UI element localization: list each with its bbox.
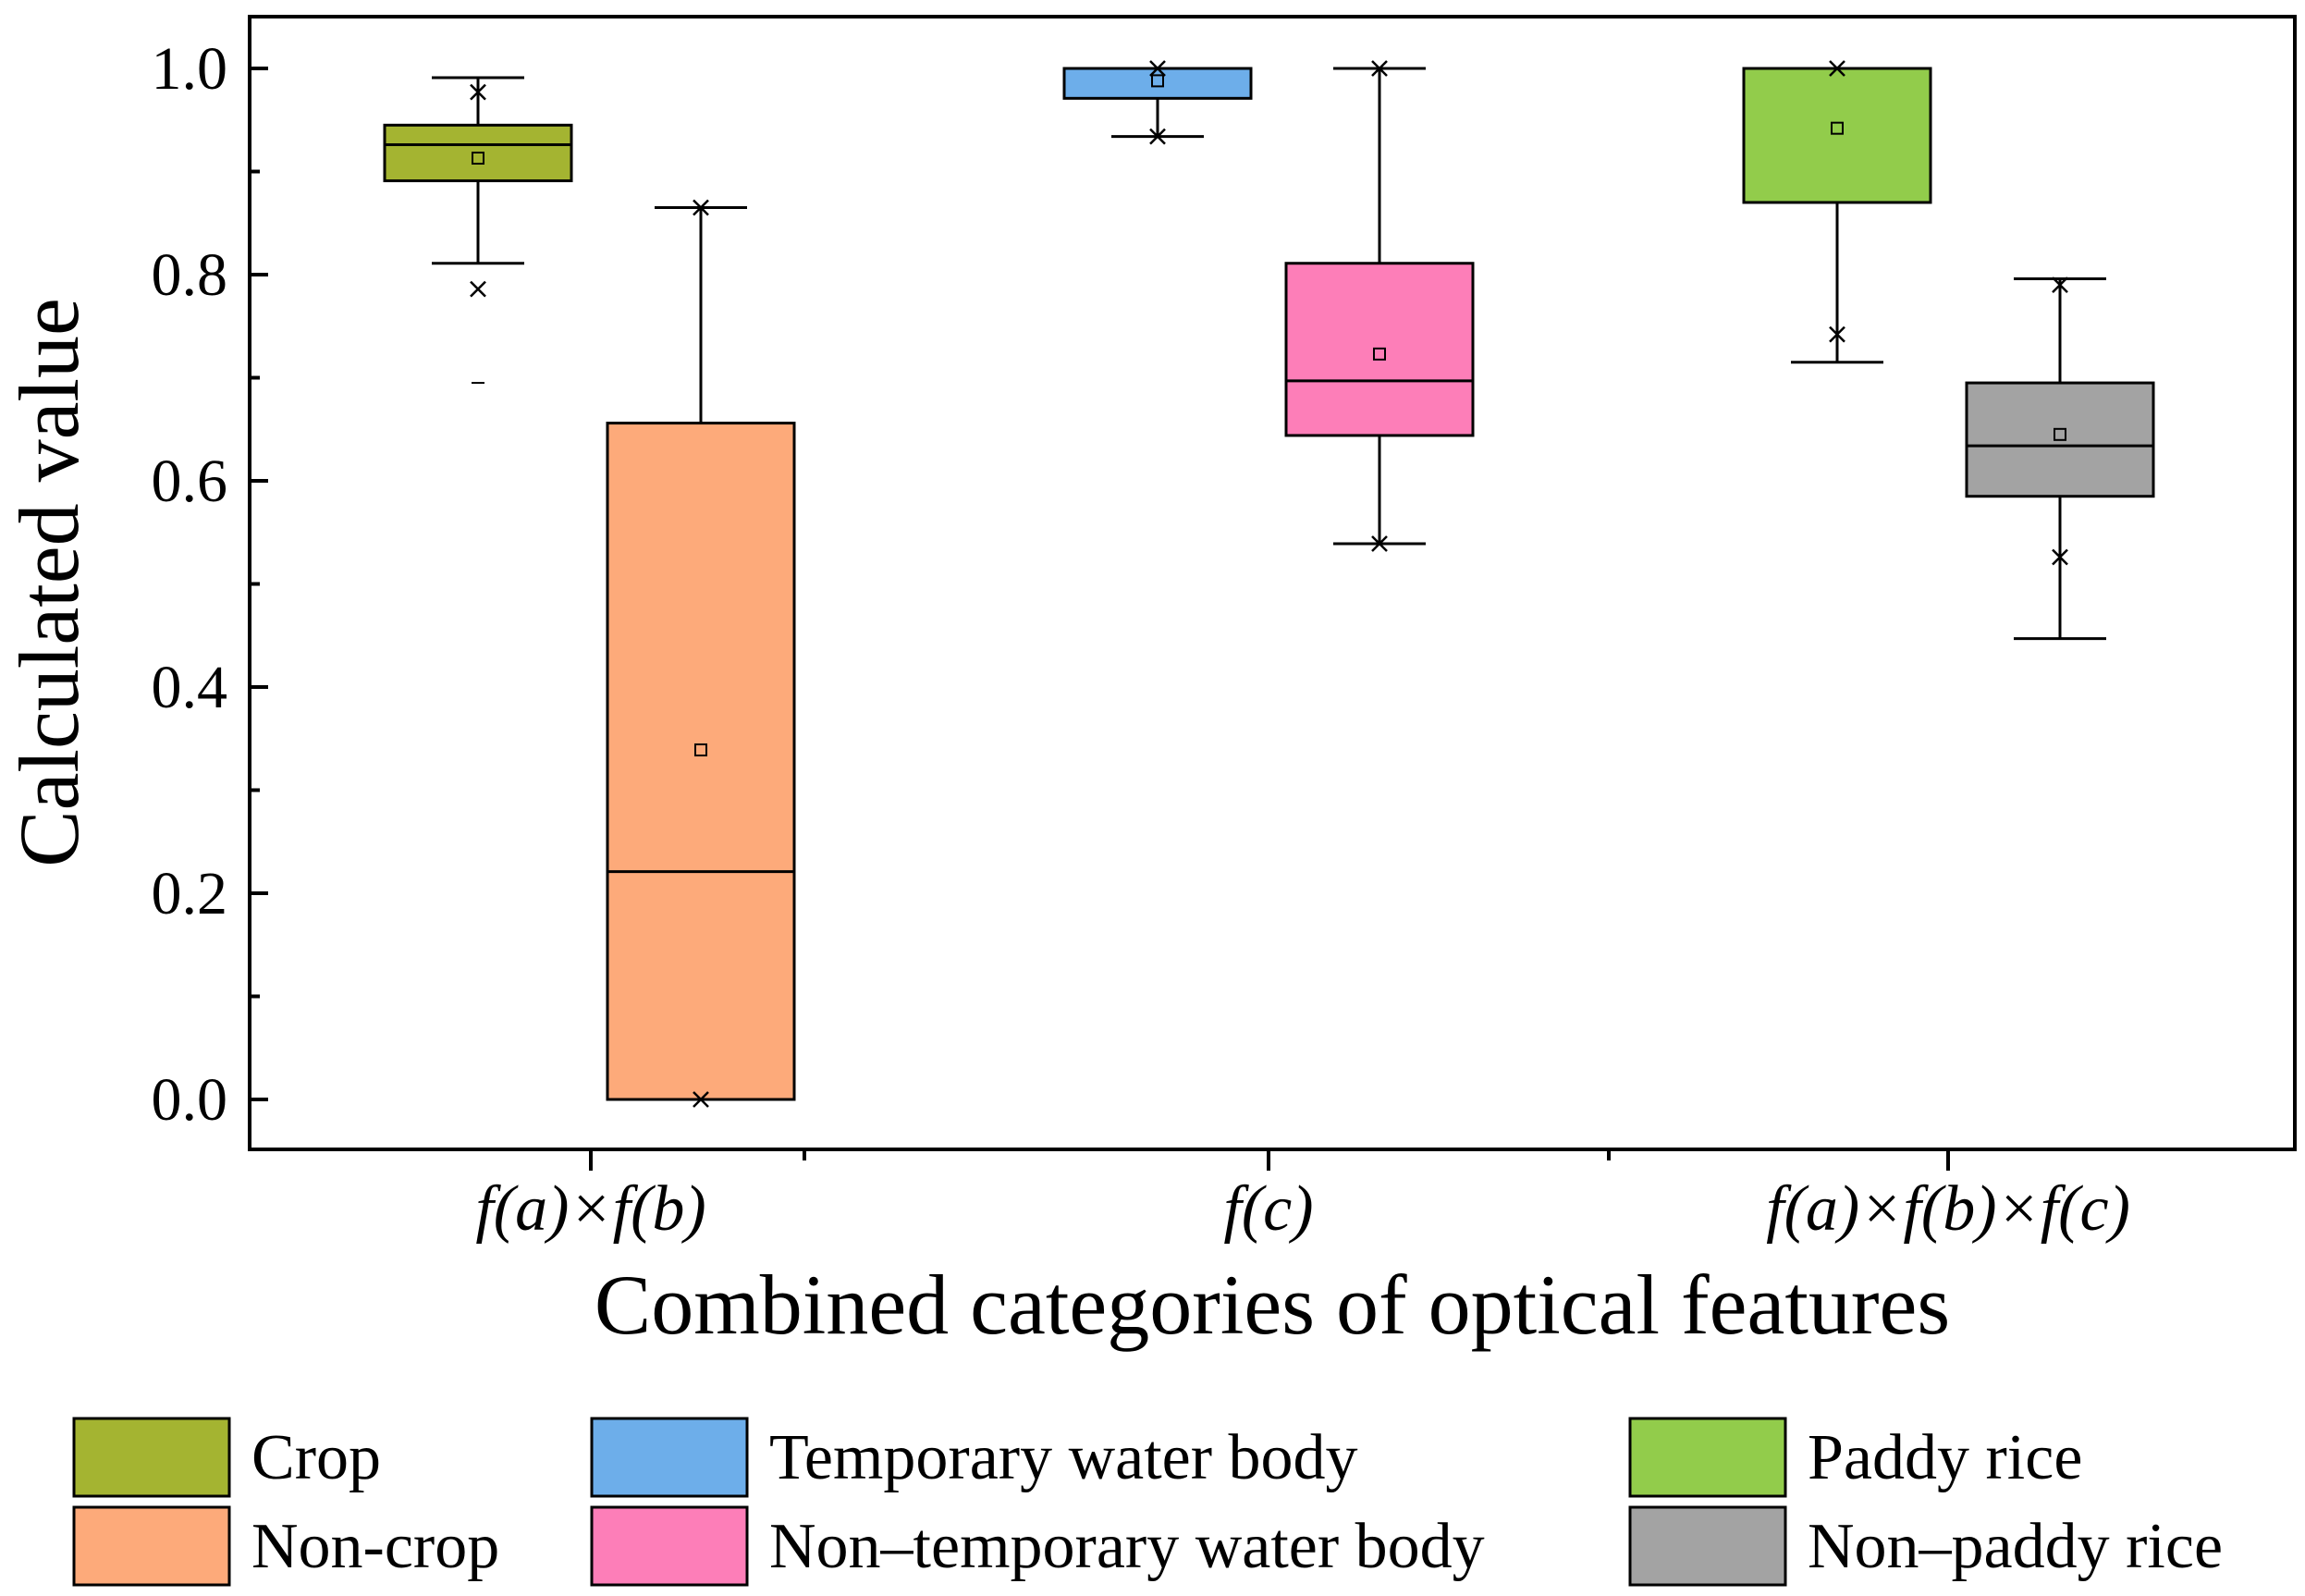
legend-label: Temporary water body [769, 1422, 1358, 1493]
mean-marker [472, 152, 484, 166]
percentile-marker [1149, 128, 1166, 145]
y-axis: 0.0 0.2 0.4 0.6 0.8 1.0 [152, 35, 268, 1134]
box-iqr [1062, 67, 1253, 100]
mean-marker [1151, 74, 1164, 88]
y-tick-label: 0.2 [152, 860, 228, 927]
percentile-marker [693, 199, 709, 216]
mean-marker [2054, 427, 2066, 441]
plot-frame [248, 15, 2297, 1151]
percentile-marker [2052, 276, 2068, 294]
legend-swatch [590, 1417, 749, 1498]
legend-item: Non–paddy rice [1628, 1505, 2223, 1587]
legend-swatch [1628, 1505, 1787, 1587]
legend-item: Temporary water body [590, 1417, 1358, 1498]
y-tick-label: 0.6 [152, 448, 228, 515]
percentile-marker [2052, 548, 2068, 566]
legend-label: Non–temporary water body [769, 1511, 1485, 1582]
box-1 [606, 199, 796, 1108]
legend-swatch [1628, 1417, 1787, 1498]
legend-label: Crop [251, 1422, 381, 1493]
box-0 [383, 76, 573, 385]
percentile-marker [1149, 60, 1166, 77]
box-2 [1062, 60, 1253, 145]
box-series [383, 60, 2155, 1108]
mean-marker [694, 743, 707, 757]
legend-label: Non-crop [251, 1511, 499, 1582]
y-tick-label: 0.4 [152, 654, 228, 721]
legend-item: Paddy rice [1628, 1417, 2082, 1498]
x-axis-title: Combined categories of optical features [595, 1258, 1950, 1352]
legend-swatch [590, 1505, 749, 1587]
mean-marker [1831, 121, 1844, 135]
x-category-label: f(a)×f(b)×f(c) [1766, 1173, 2130, 1245]
y-tick-label: 0.0 [152, 1066, 228, 1134]
percentile-marker [1829, 325, 1845, 343]
y-tick-label: 0.8 [152, 241, 228, 309]
y-axis-title: Calculated value [2, 298, 96, 867]
x-axis: f(a)×f(b) f(c) f(a)×f(b)×f(c) [475, 1149, 2130, 1245]
legend-item: Non–temporary water body [590, 1505, 1485, 1587]
y-tick-label: 1.0 [152, 35, 228, 103]
x-category-label: f(c) [1223, 1173, 1313, 1245]
percentile-marker [1829, 60, 1845, 77]
percentile-marker [470, 280, 486, 298]
legend-item: Non-crop [72, 1505, 499, 1587]
percentile-marker [693, 1091, 709, 1108]
percentile-marker [470, 83, 486, 101]
percentile-marker [1371, 60, 1388, 77]
x-category-label: f(a)×f(b) [475, 1173, 705, 1245]
box-4 [1742, 60, 1932, 364]
legend-swatch [72, 1505, 231, 1587]
legend-item: Crop [72, 1417, 381, 1498]
mean-marker [1373, 347, 1386, 361]
box-iqr [606, 422, 796, 1101]
box-iqr [1742, 67, 1932, 204]
box-3 [1284, 60, 1475, 552]
percentile-marker [1371, 535, 1388, 552]
box-5 [1965, 276, 2155, 641]
legend-label: Non–paddy rice [1808, 1511, 2223, 1582]
legend-label: Paddy rice [1808, 1422, 2082, 1493]
legend-swatch [72, 1417, 231, 1498]
